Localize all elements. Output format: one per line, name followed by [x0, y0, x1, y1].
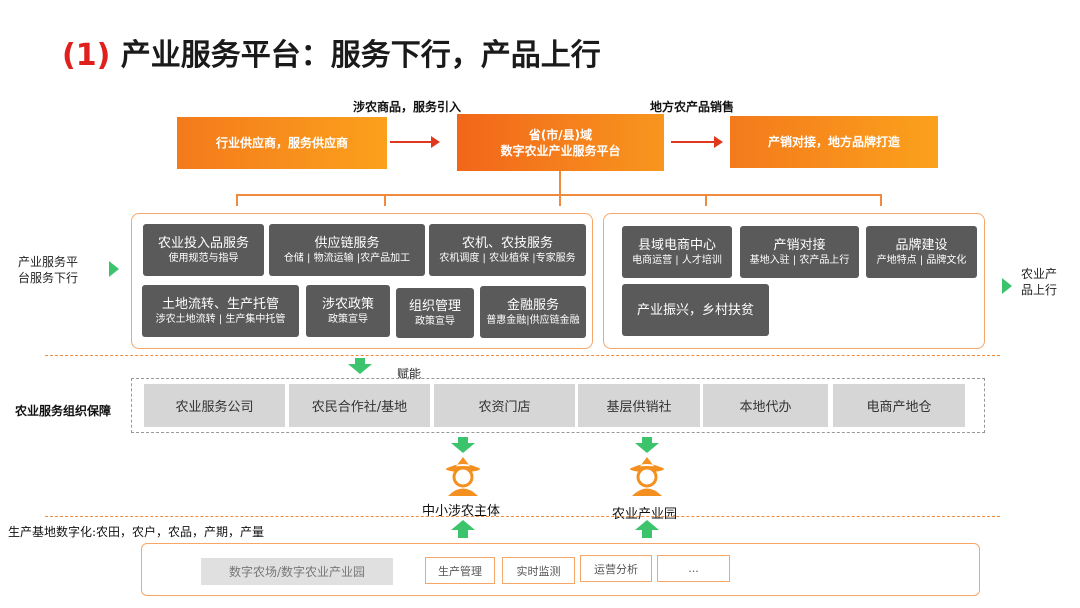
org-item: 农资门店 [434, 384, 575, 427]
market-label: 产销对接，地方品牌打造 [767, 135, 900, 149]
green-arrow-icon [1002, 278, 1012, 294]
title-text: 产业服务平台：服务下行，产品上行 [120, 38, 601, 73]
up-arrow-icon [635, 520, 659, 530]
connector-line [384, 194, 386, 206]
org-frame [131, 378, 985, 433]
arrow-right-icon [390, 136, 440, 148]
market-box: 产销对接，地方品牌打造 [730, 116, 938, 168]
entity-label: 中小涉农主体 [422, 504, 501, 519]
digital-base-label: 生产基地数字化:农田，农户，农品，产期，产量 [8, 525, 265, 539]
down-arrow-icon [348, 364, 372, 374]
service-sub: 仓储 | 物流运输 |农产品加工 [283, 253, 411, 264]
service-land: 土地流转、生产托管 涉农土地流转 | 生产集中托管 [142, 285, 299, 337]
section-divider [45, 516, 1000, 517]
arrow-right-icon [671, 136, 723, 148]
service-title: 农业投入品服务 [157, 236, 249, 251]
bottom-item: 生产管理 [425, 557, 495, 584]
org-item: 基层供销社 [578, 384, 700, 427]
platform-box: 省(市/县)域 数字农业产业服务平台 [457, 114, 664, 171]
caption-right: 地方农产品销售 [650, 100, 735, 114]
service-sub: 普惠金融|供应链金融 [486, 315, 580, 326]
farmer-person-icon [630, 457, 664, 496]
bottom-item: 运营分析 [580, 555, 652, 582]
service-inputs: 农业投入品服务 使用规范与指导 [143, 224, 264, 276]
service-supply-chain: 供应链服务 仓储 | 物流运输 |农产品加工 [269, 224, 425, 276]
org-item: 农民合作社/基地 [289, 384, 430, 427]
org-item: 农业服务公司 [144, 384, 285, 427]
farmer-person-icon [446, 457, 480, 496]
connector-line [880, 194, 882, 206]
platform-label-2: 数字农业产业服务平台 [500, 143, 621, 158]
service-ecommerce-center: 县域电商中心 电商运营 | 人才培训 [622, 226, 732, 278]
bottom-item: 实时监测 [502, 557, 575, 584]
up-arrow-icon [451, 520, 475, 530]
service-sub: 产地特点 | 品牌文化 [876, 255, 967, 266]
connector-line [705, 194, 707, 206]
down-arrow-icon [635, 443, 659, 453]
entity-arrow-stem [458, 530, 468, 538]
service-sub: 政策宣导 [328, 314, 368, 325]
product-up-label: 农业产 品上行 [1021, 266, 1057, 298]
platform-label-1: 省(市/县)域 [528, 127, 593, 142]
service-title: 组织管理 [408, 299, 461, 314]
service-title: 县域电商中心 [637, 238, 716, 253]
connector-line [559, 194, 561, 206]
service-title: 土地流转、生产托管 [161, 297, 279, 312]
service-machinery: 农机、农技服务 农机调度 | 农业植保 |专家服务 [429, 224, 586, 276]
down-arrow-icon [451, 443, 475, 453]
caption-left: 涉农商品，服务引入 [353, 100, 462, 114]
entity-arrow-stem [458, 437, 468, 444]
service-title: 农机、农技服务 [461, 236, 553, 251]
org-item: 电商产地仓 [833, 384, 965, 427]
empower-arrow-stem [355, 358, 365, 365]
connector-line [559, 171, 561, 195]
service-sub: 涉农土地流转 | 生产集中托管 [155, 314, 286, 325]
section-divider [45, 355, 1000, 356]
org-section-label: 农业服务组织保障 [15, 404, 112, 418]
service-sub: 电商运营 | 人才培训 [632, 255, 722, 266]
service-matching: 产销对接 基地入驻 | 农产品上行 [740, 226, 859, 278]
service-sub: 农机调度 | 农业植保 |专家服务 [439, 253, 576, 264]
digital-farm-box: 数字农场/数字农业产业园 [201, 558, 393, 585]
product-up-line1: 农业产 [1021, 267, 1058, 281]
service-policy: 涉农政策 政策宣导 [306, 285, 390, 337]
service-sub: 政策宣导 [415, 316, 455, 327]
supplier-box: 行业供应商，服务供应商 [177, 117, 387, 169]
service-sub: 使用规范与指导 [168, 253, 239, 264]
entity-label: 农业产业园 [612, 507, 678, 522]
page-title: (1) 产业服务平台：服务下行，产品上行 [62, 30, 601, 74]
product-up-line2: 品上行 [1021, 283, 1058, 297]
service-down-line2: 台服务下行 [18, 271, 79, 285]
service-branding: 品牌建设 产地特点 | 品牌文化 [866, 226, 977, 278]
service-down-label: 产业服务平 台服务下行 [18, 254, 78, 286]
connector-line [236, 194, 238, 206]
entity-arrow-stem [642, 530, 652, 538]
service-revitalization: 产业振兴，乡村扶贫 [622, 284, 769, 336]
service-title: 品牌建设 [895, 238, 948, 253]
empower-label: 赋能 [397, 367, 422, 381]
service-title: 产业振兴，乡村扶贫 [636, 302, 754, 318]
service-title: 金融服务 [506, 298, 559, 313]
digital-farm-frame [141, 543, 980, 596]
service-org-management: 组织管理 政策宣导 [396, 288, 474, 338]
service-title: 供应链服务 [314, 236, 380, 251]
service-sub: 基地入驻 | 农产品上行 [749, 255, 850, 266]
service-title: 产销对接 [773, 238, 826, 253]
title-number: (1) [62, 38, 111, 73]
bottom-item: ... [657, 555, 730, 582]
service-finance: 金融服务 普惠金融|供应链金融 [480, 286, 586, 338]
supplier-label: 行业供应商，服务供应商 [215, 136, 348, 150]
service-title: 涉农政策 [321, 297, 374, 312]
green-arrow-icon [109, 261, 119, 277]
org-item: 本地代办 [703, 384, 828, 427]
service-down-line1: 产业服务平 [18, 255, 79, 269]
entity-arrow-stem [642, 437, 652, 444]
